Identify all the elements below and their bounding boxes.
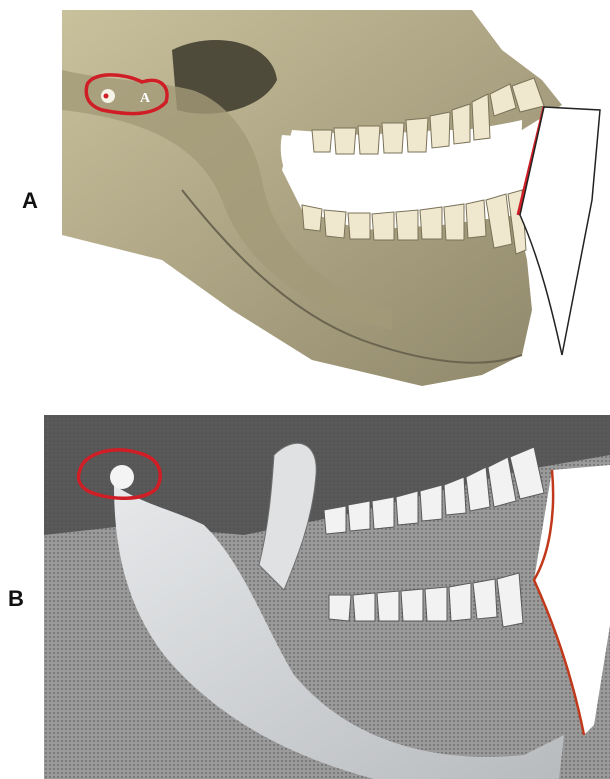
skull-illustration-gray [44,415,610,779]
condyle-label: A [140,91,151,106]
panel-label-b: B [8,586,24,612]
skull-drawing-gray [44,415,610,779]
panel-label-a: A [22,188,38,214]
skull-drawing-color: A B [62,10,610,386]
skull-illustration-color: A B [62,10,610,386]
condyle-dot [104,94,109,99]
condyle-head-gray [110,465,134,489]
